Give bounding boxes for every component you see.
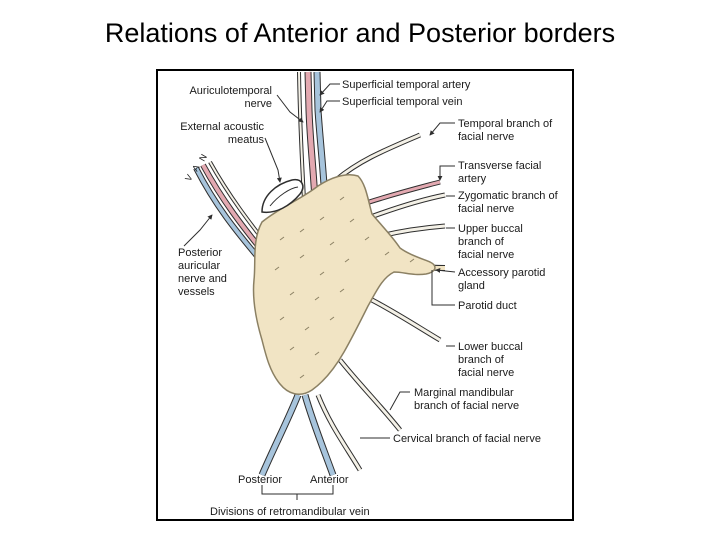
label-cervical-branch: Cervical branch of facial nerve — [393, 433, 541, 445]
label-posterior-auricular: Posterior auricular nerve and vessels — [178, 247, 227, 298]
label-upper-buccal-branch: Upper buccal branch of facial nerve — [458, 223, 523, 261]
label-line: facial nerve — [458, 249, 514, 261]
label-line: Upper buccal — [458, 223, 523, 235]
label-line: External acoustic — [180, 121, 264, 133]
label-marginal-mandibular-branch: Marginal mandibular branch of facial ner… — [414, 387, 519, 412]
label-line: facial nerve — [458, 131, 514, 143]
label-superficial-temporal-vein: Superficial temporal vein — [342, 96, 462, 108]
superficial-temporal-vessels — [297, 71, 329, 201]
label-transverse-facial-artery: Transverse facial artery — [458, 160, 541, 185]
label-line: nerve — [244, 98, 272, 110]
label-line: auricular — [178, 260, 221, 272]
leader-lines — [183, 83, 456, 500]
label-anterior-division: Anterior — [310, 474, 349, 486]
label-superficial-temporal-artery: Superficial temporal artery — [342, 79, 471, 91]
label-temporal-branch: Temporal branch of facial nerve — [458, 118, 553, 143]
label-a: A — [190, 163, 202, 173]
label-n: N — [197, 152, 209, 163]
label-line: Marginal mandibular — [414, 387, 514, 399]
label-line: branch of facial nerve — [414, 400, 519, 412]
label-parotid-duct: Parotid duct — [458, 300, 517, 312]
label-line: facial nerve — [458, 203, 514, 215]
label-line: facial nerve — [458, 367, 514, 379]
label-line: gland — [458, 280, 485, 292]
retromandibular-divisions — [258, 393, 337, 477]
label-auriculotemporal-nerve: Auriculotemporal nerve — [189, 85, 272, 110]
label-line: nerve and — [178, 273, 227, 285]
label-line: meatus — [228, 134, 265, 146]
label-lower-buccal-branch: Lower buccal branch of facial nerve — [458, 341, 523, 379]
label-line: Lower buccal — [458, 341, 523, 353]
label-line: Temporal branch of — [458, 118, 553, 130]
label-zygomatic-branch: Zygomatic branch of facial nerve — [458, 190, 559, 215]
label-external-acoustic-meatus: External acoustic meatus — [180, 121, 264, 146]
label-posterior-division: Posterior — [238, 474, 282, 486]
label-line: branch of — [458, 354, 505, 366]
label-retromandibular-divisions: Divisions of retromandibular vein — [210, 506, 370, 518]
label-line: branch of — [458, 236, 505, 248]
label-van: V A N — [183, 152, 209, 183]
label-v: V — [183, 173, 195, 183]
label-line: artery — [458, 173, 487, 185]
label-line: Zygomatic branch of — [458, 190, 559, 202]
label-line: Auriculotemporal — [189, 85, 272, 97]
gland-lobulation-marks — [274, 196, 415, 379]
slide-title: Relations of Anterior and Posterior bord… — [104, 18, 616, 48]
label-line: Accessory parotid — [458, 267, 545, 279]
parotid-gland — [252, 174, 436, 396]
label-line: Transverse facial — [458, 160, 541, 172]
label-line: vessels — [178, 286, 215, 298]
label-line: Posterior — [178, 247, 222, 259]
label-accessory-parotid-gland: Accessory parotid gland — [458, 267, 545, 292]
